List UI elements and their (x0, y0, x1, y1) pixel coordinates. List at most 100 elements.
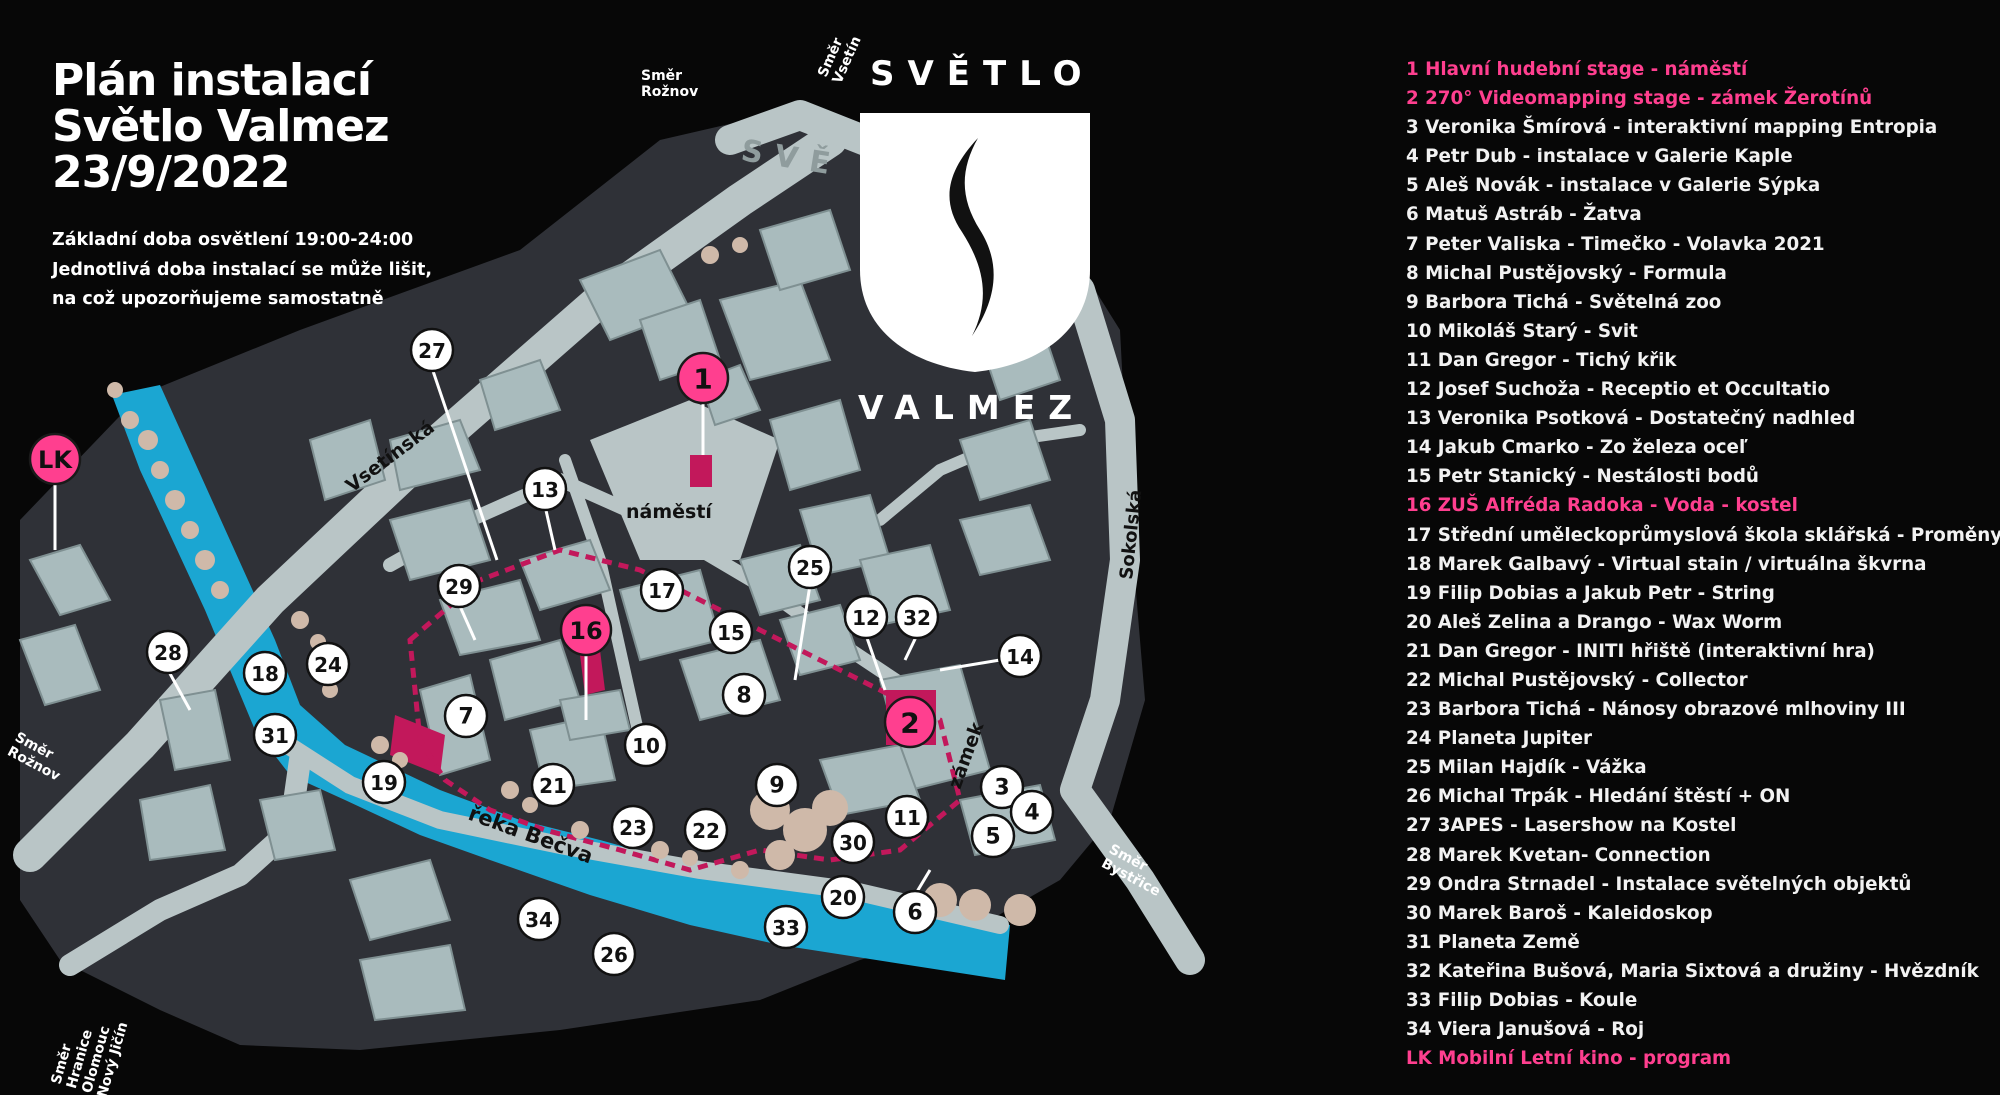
marker-24[interactable]: 24 (305, 641, 351, 687)
legend-item: 32 Kateřina Bušová, Maria Sixtová a druž… (1406, 960, 1979, 982)
legend-item: 26 Michal Trpák - Hledání štěstí + ON (1406, 786, 1791, 808)
marker-17[interactable]: 17 (639, 567, 685, 613)
marker-circle (522, 466, 568, 512)
marker-21[interactable]: 21 (530, 762, 576, 808)
marker-15[interactable]: 15 (708, 609, 754, 655)
legend-item: 27 3APES - Lasershow na Kostel (1406, 815, 1737, 837)
legend-item: 2 270° Videomapping stage - zámek Žerotí… (1406, 88, 1873, 110)
marker-label: 7 (458, 705, 473, 730)
trees (107, 237, 1036, 926)
legend-item: 19 Filip Dobias a Jakub Petr - String (1406, 582, 1775, 604)
marker-4[interactable]: 4 (1009, 789, 1055, 835)
marker-2[interactable]: 2 (883, 695, 937, 749)
marker-label: 30 (839, 831, 867, 855)
marker-label: 9 (769, 774, 784, 799)
marker-circle (843, 594, 889, 640)
square-namesti (590, 400, 780, 560)
intro-line: na což upozorňujeme samostatně (52, 289, 384, 309)
marker-16[interactable]: 16 (559, 603, 613, 657)
marker-circle (830, 819, 876, 865)
marker-29[interactable]: 29 (436, 563, 482, 609)
legend-item: 34 Viera Janušová - Roj (1406, 1019, 1645, 1041)
marker-25[interactable]: 25 (787, 544, 833, 590)
marker-label: 17 (648, 579, 676, 603)
label-namesti: náměstí (626, 501, 713, 523)
marker-circle (787, 544, 833, 590)
marker-12[interactable]: 12 (843, 594, 889, 640)
legend-item: 13 Veronika Psotková - Dostatečný nadhle… (1406, 408, 1856, 430)
marker-circle (1009, 789, 1055, 835)
marker-11[interactable]: 11 (884, 794, 930, 840)
legend-item: 30 Marek Baroš - Kaleidoskop (1406, 902, 1713, 924)
marker-13[interactable]: 13 (522, 466, 568, 512)
legend-item: LK Mobilní Letní kino - program (1406, 1048, 1732, 1070)
marker-20[interactable]: 20 (820, 874, 866, 920)
installation-legend: 1 Hlavní hudební stage - náměstí 2 270° V… (1406, 55, 2000, 1073)
marker-7[interactable]: 7 (443, 693, 489, 739)
marker-circle (610, 804, 656, 850)
legend-item: 3 Veronika Šmírová - interaktivní mappin… (1406, 117, 1938, 139)
festival-zone (407, 547, 963, 873)
marker-label: 34 (525, 908, 553, 932)
marker-lk[interactable]: LK (28, 432, 82, 486)
marker-5[interactable]: 5 (970, 813, 1016, 859)
marker-label: 23 (619, 816, 647, 840)
marker-label: 29 (445, 575, 473, 599)
marker-circle (708, 609, 754, 655)
marker-18[interactable]: 18 (242, 650, 288, 696)
legend-item: 20 Aleš Zelina a Drango - Wax Worm (1406, 611, 1783, 633)
direction-vsetin: Směr Vsetín (815, 27, 865, 86)
marker-label: 24 (314, 653, 342, 677)
legend-item: 22 Michal Pustějovský - Collector (1406, 669, 1748, 691)
legend-item: 31 Planeta Země (1406, 931, 1580, 953)
marker-label: 22 (692, 819, 720, 843)
marker-label: 21 (539, 774, 567, 798)
legend-item: 21 Dan Gregor - INITI hřiště (interaktiv… (1406, 640, 1875, 662)
marker-19[interactable]: 19 (361, 759, 407, 805)
marker-22[interactable]: 22 (683, 807, 729, 853)
marker-label: LK (38, 446, 73, 474)
marker-label: 3 (994, 776, 1009, 801)
marker-27[interactable]: 27 (409, 327, 455, 373)
marker-32[interactable]: 32 (894, 594, 940, 640)
intro-line: Jednotlivá doba instalací se může lišit, (52, 259, 433, 280)
marker-31[interactable]: 31 (252, 712, 298, 758)
marker-1[interactable]: 1 (676, 351, 730, 405)
marker-26[interactable]: 26 (591, 931, 637, 977)
marker-circle (820, 874, 866, 920)
legend-item: 7 Peter Valiska - Timečko - Volavka 2021 (1406, 233, 1825, 255)
marker-23[interactable]: 23 (610, 804, 656, 850)
legend-item: 11 Dan Gregor - Tichý křik (1406, 349, 1677, 371)
marker-8[interactable]: 8 (721, 672, 767, 718)
legend-item: 18 Marek Galbavý - Virtual stain / virtu… (1406, 553, 1927, 575)
marker-label: 32 (903, 606, 931, 630)
legend-item: 29 Ondra Strnadel - Instalace světelných… (1406, 873, 1912, 895)
marker-9[interactable]: 9 (754, 762, 800, 808)
legend-item: 10 Mikoláš Starý - Svit (1406, 320, 1638, 342)
marker-30[interactable]: 30 (830, 819, 876, 865)
legend-item: 25 Milan Hajdík - Vážka (1406, 757, 1647, 779)
legend-item: 12 Josef Suchoža - Receptio et Occultati… (1406, 379, 1831, 401)
marker-3[interactable]: 3 (979, 764, 1025, 810)
title-line: Plán instalací (52, 55, 372, 106)
direction-hranice: Směr Hranice Olomouc Nový Jičín (48, 1007, 131, 1095)
marker-label: 4 (1024, 801, 1039, 826)
marker-28[interactable]: 28 (145, 629, 191, 675)
marker-circle (361, 759, 407, 805)
marker-label: 31 (261, 724, 289, 748)
marker-34[interactable]: 34 (516, 896, 562, 942)
legend-item: 33 Filip Dobias - Koule (1406, 990, 1638, 1011)
legend-item: 1 Hlavní hudební stage - náměstí (1406, 59, 1748, 80)
marker-label: 13 (531, 478, 559, 502)
marker-14[interactable]: 14 (997, 633, 1043, 679)
marker-10[interactable]: 10 (623, 722, 669, 768)
legend-item: 28 Marek Kvetan- Connection (1406, 844, 1711, 866)
marker-6[interactable]: 6 (892, 889, 938, 935)
marker-circle (436, 563, 482, 609)
marker-circle (683, 807, 729, 853)
marker-33[interactable]: 33 (763, 904, 809, 950)
legend-item: 15 Petr Stanický - Nestálosti bodů (1406, 466, 1759, 488)
marker-label: 15 (717, 621, 745, 645)
